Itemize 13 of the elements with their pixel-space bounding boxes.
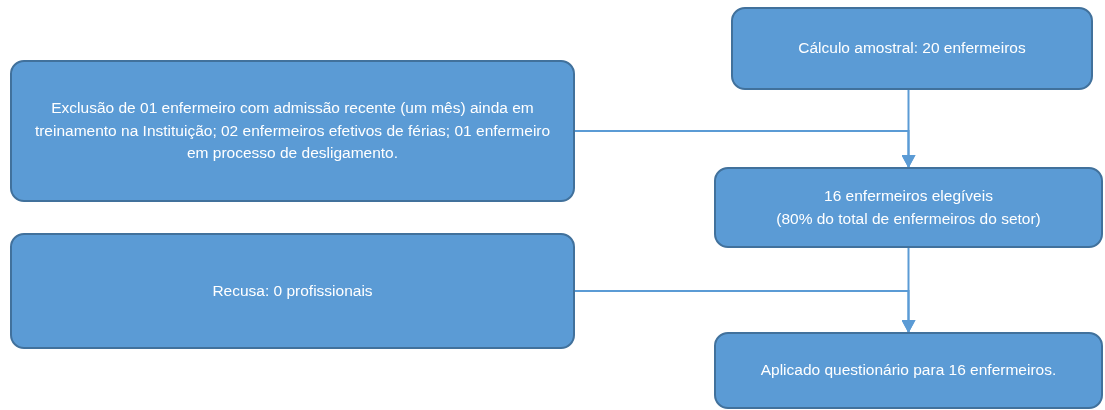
process-box <box>10 233 575 349</box>
box-text: Recusa: 0 profissionais <box>212 280 373 301</box>
box-text: Cálculo amostral: 20 enfermeiros <box>798 38 1026 59</box>
process-box <box>714 167 1103 248</box>
box-text: Exclusão de 01 enfermeiro com admissão recente (um mês) ainda em treinamento na Instituição; 02 enfermeiros efetivos de férias; 01 enfermeiro em processo de desligamento. <box>34 98 551 164</box>
box-text: Aplicado questionário para 16 enfermeiros. <box>760 360 1057 381</box>
box-text: (80% do total de enfermeiros do setor) <box>776 208 1041 229</box>
box-text: 16 enfermeiros elegíveis <box>824 186 993 207</box>
process-box <box>714 332 1103 409</box>
process-box <box>731 7 1093 90</box>
process-box <box>10 60 575 202</box>
arrow <box>574 130 916 168</box>
arrow <box>574 290 916 333</box>
